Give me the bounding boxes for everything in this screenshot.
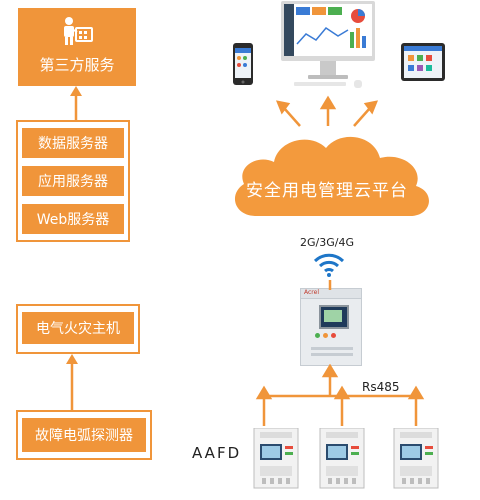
network-label: 2G/3G/4G <box>300 236 354 249</box>
controller-indicators <box>315 333 349 343</box>
arrow-up-detector-to-host <box>66 354 78 412</box>
third-party-service-box: 第三方服务 <box>18 8 136 86</box>
fire-host-box: 电气火灾主机 <box>22 312 134 344</box>
rs485-label: Rs485 <box>362 380 400 394</box>
controller-header: Acrel <box>301 289 361 299</box>
app-server-label: 应用服务器 <box>38 174 108 190</box>
arrow-up-servers-to-service <box>70 86 82 122</box>
rs485-bus-lines <box>255 364 425 426</box>
arc-detector-label: 故障电弧探测器 <box>35 428 133 444</box>
detector-group <box>16 410 152 460</box>
tablet-device-icon <box>401 43 445 81</box>
service-person-icon <box>64 17 93 45</box>
aafd-label: AAFD <box>192 444 242 462</box>
arrow-up-controller <box>328 280 332 290</box>
cloud-uplink-arrows <box>275 95 379 127</box>
controller-cabinet: Acrel <box>300 288 362 366</box>
third-party-service-label: 第三方服务 <box>39 56 115 74</box>
servers-group <box>16 120 130 242</box>
cloud-shape <box>234 136 429 216</box>
phone-device-icon <box>233 43 253 85</box>
web-server-box: Web服务器 <box>22 204 124 234</box>
arc-detector-box: 故障电弧探测器 <box>22 418 146 452</box>
aafd-device-2 <box>319 428 365 489</box>
controller-screen <box>319 305 349 329</box>
data-server-box: 数据服务器 <box>22 128 124 158</box>
web-server-label: Web服务器 <box>36 212 110 228</box>
host-group <box>16 304 140 354</box>
fire-host-label: 电气火灾主机 <box>36 321 120 337</box>
aafd-device-1 <box>253 428 299 489</box>
cloud-platform-label: 安全用电管理云平台 <box>246 181 408 201</box>
aafd-device-3 <box>393 428 439 489</box>
data-server-label: 数据服务器 <box>38 136 108 152</box>
desktop-monitor-icon <box>281 1 375 88</box>
app-server-box: 应用服务器 <box>22 166 124 196</box>
controller-brand-label: Acrel <box>304 289 319 296</box>
wifi-icon <box>313 253 345 277</box>
